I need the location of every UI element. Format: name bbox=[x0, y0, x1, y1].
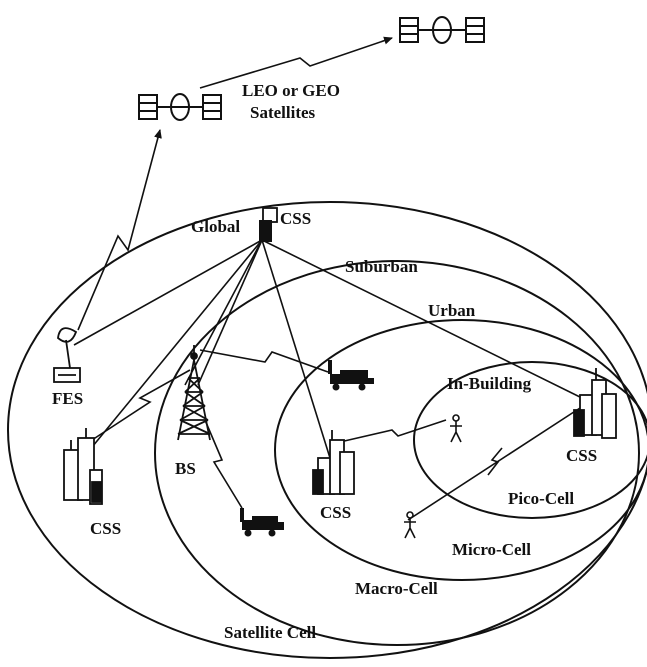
link-css-to-right-css bbox=[261, 239, 587, 401]
css-right-buildings-icon bbox=[573, 368, 617, 439]
label-satellite-cell: Satellite Cell bbox=[224, 623, 317, 642]
link-bs-to-left-css bbox=[91, 369, 191, 441]
label-bs: BS bbox=[175, 459, 196, 478]
satellite-left bbox=[138, 93, 222, 121]
label-css-left: CSS bbox=[90, 519, 122, 538]
pedestrian-icon-bottom bbox=[404, 511, 416, 539]
label-satellites-line2: Satellites bbox=[250, 103, 316, 122]
link-bs-to-truck-bottom bbox=[204, 419, 243, 509]
link-css-to-bs-b bbox=[197, 239, 263, 386]
vehicle-truck-bottom-icon bbox=[240, 508, 284, 537]
label-satellites-line1: LEO or GEO bbox=[242, 81, 340, 100]
pedestrian-icon-center bbox=[450, 414, 462, 443]
label-fes: FES bbox=[52, 389, 84, 408]
link-center-to-walker bbox=[339, 419, 447, 443]
satellite-right bbox=[399, 16, 485, 44]
css-center-buildings-icon bbox=[312, 430, 355, 495]
css-left-buildings-icon bbox=[63, 428, 103, 505]
link-fes-to-satellite bbox=[77, 129, 162, 331]
label-css-top: CSS bbox=[280, 209, 312, 228]
satellite-cell-boundary bbox=[7, 201, 647, 659]
label-suburban: Suburban bbox=[345, 257, 418, 276]
label-css-right: CSS bbox=[566, 446, 598, 465]
vehicle-truck-right-icon bbox=[328, 360, 374, 391]
link-css-to-center-css bbox=[261, 239, 331, 459]
link-css-to-fes bbox=[73, 239, 263, 346]
bs-tower-icon bbox=[177, 345, 211, 441]
link-bs-to-truck-right bbox=[199, 349, 329, 373]
link-pico-to-walker bbox=[407, 407, 581, 521]
label-macro-cell: Macro-Cell bbox=[355, 579, 438, 598]
label-in-building: In-Building bbox=[447, 374, 532, 393]
link-pico-zigzag bbox=[487, 447, 503, 476]
micro-cell-boundary bbox=[274, 319, 647, 581]
macro-cell-boundary bbox=[154, 260, 640, 646]
label-pico-cell: Pico-Cell bbox=[508, 489, 575, 508]
label-css-center: CSS bbox=[320, 503, 352, 522]
link-satellite-to-satellite bbox=[199, 36, 393, 89]
label-global: Global bbox=[191, 217, 241, 236]
css-top-device bbox=[259, 207, 278, 242]
label-micro-cell: Micro-Cell bbox=[452, 540, 531, 559]
link-css-to-left-css bbox=[87, 239, 263, 453]
link-css-to-bs-a bbox=[184, 239, 263, 386]
label-urban: Urban bbox=[428, 301, 476, 320]
pico-cell-boundary bbox=[413, 361, 647, 519]
fes-dish-icon bbox=[53, 327, 81, 383]
